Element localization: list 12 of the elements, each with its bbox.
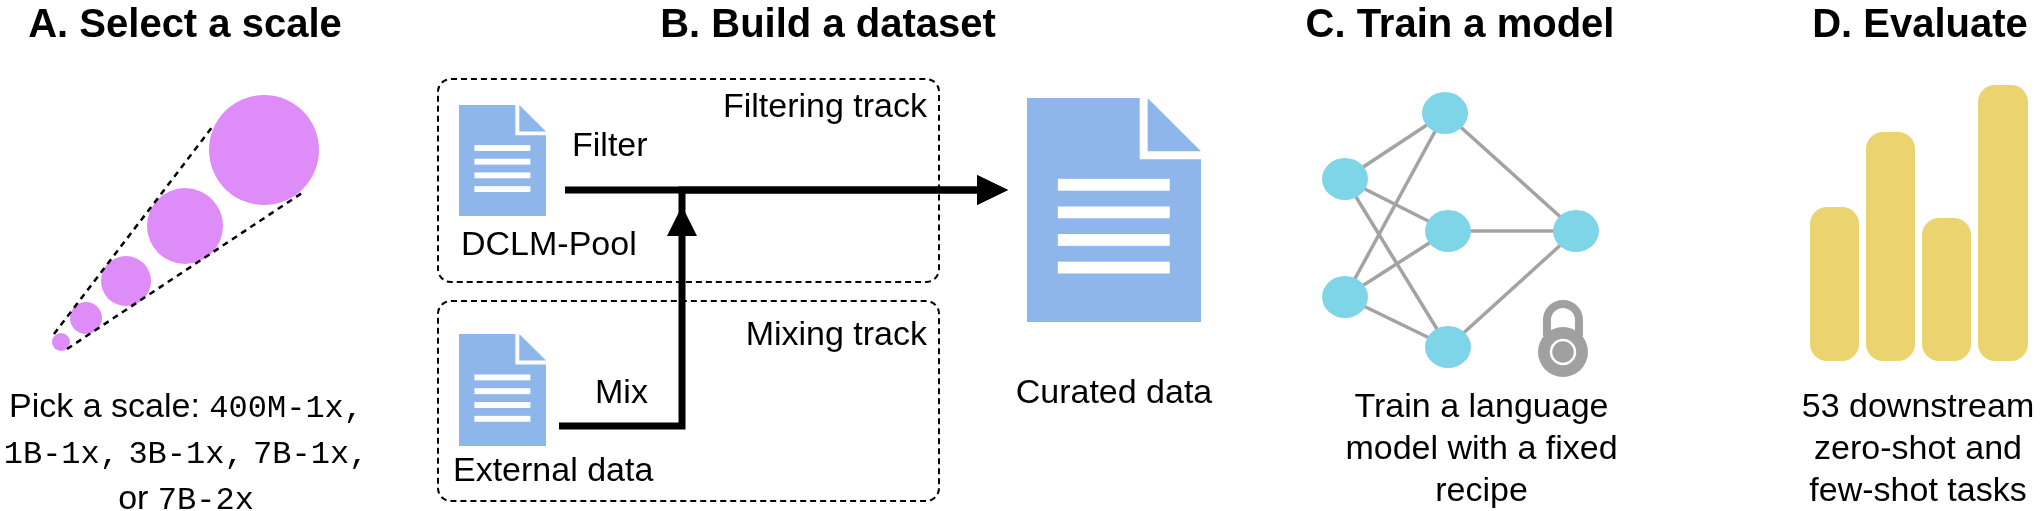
node-label: External data (453, 449, 654, 490)
group-title: Filtering track (722, 85, 927, 126)
panel-title: A. Select a scale (28, 0, 342, 46)
node-label: DCLM-Pool (461, 223, 637, 264)
panel-title: B. Build a dataset (660, 0, 996, 46)
panel-title: C. Train a model (1305, 0, 1615, 46)
caption-text: Train a language model with a fixed recipe (1344, 385, 1619, 510)
panel-title: D. Evaluate (1812, 0, 2028, 46)
node-label: Curated data (1015, 371, 1213, 412)
caption-text: Pick a scale: 400M-1x, 1B-1x, 3B-1x, 7B-1x, or 7B-2x (2, 385, 370, 511)
group-title: Mixing track (745, 313, 927, 354)
caption-text: 53 downstream zero-shot and few-shot tasks (1800, 385, 2036, 510)
